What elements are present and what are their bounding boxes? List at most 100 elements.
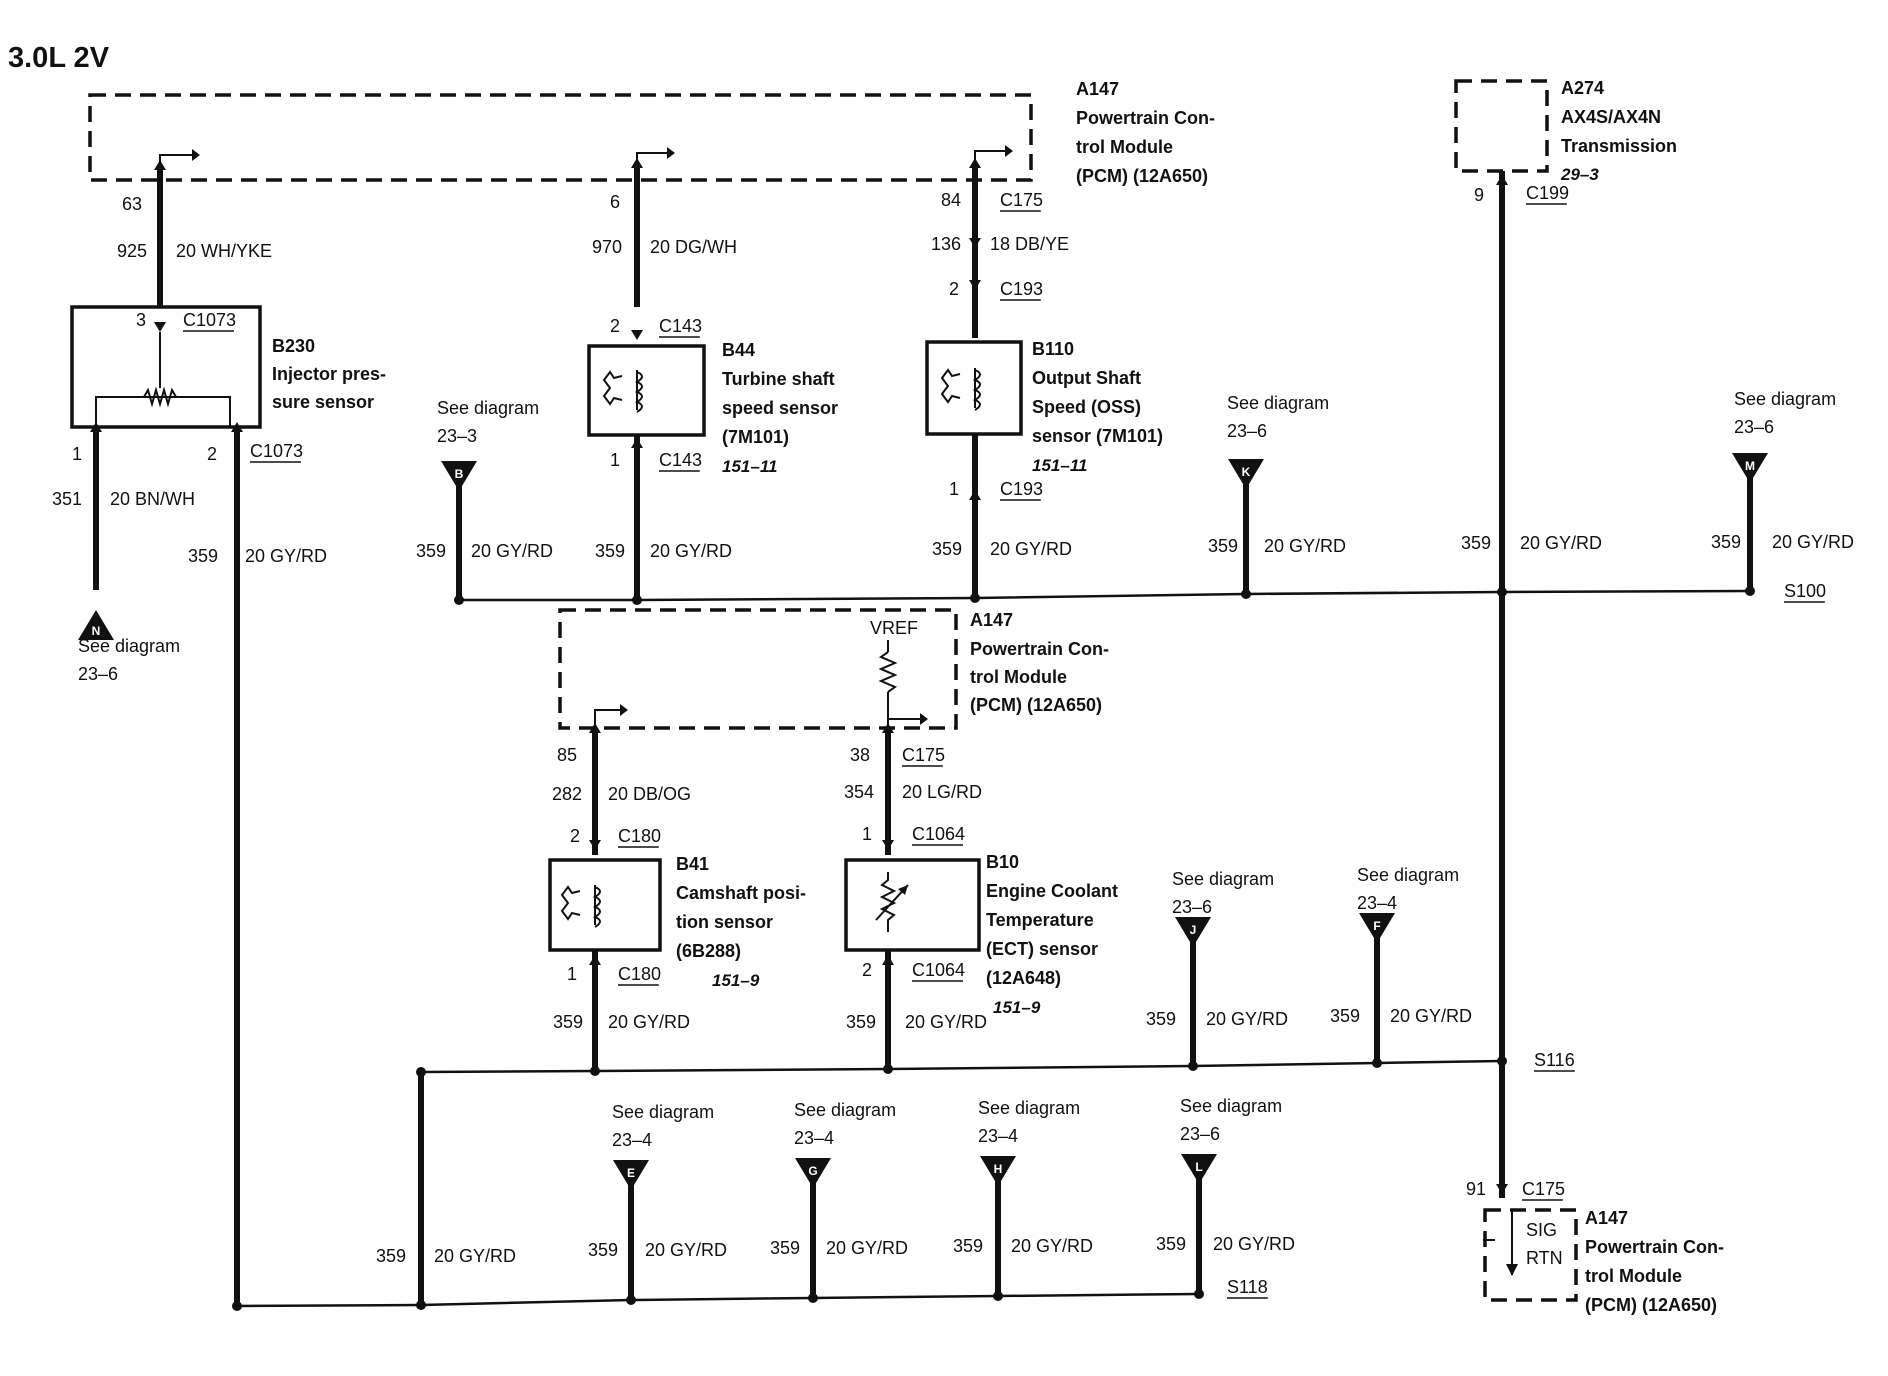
see-diagram-text: See diagram (1227, 393, 1329, 413)
wire-label: C143 (659, 316, 702, 336)
wire-label: C1064 (912, 824, 965, 844)
offpage-connector-letter: L (1195, 1160, 1202, 1174)
wire-label: 84 (941, 190, 961, 210)
wire-label: 20 GY/RD (650, 541, 732, 561)
pcm-bottom-internal (1483, 1210, 1518, 1276)
offpage-connector-letter: H (994, 1162, 1003, 1176)
transmission-module-boundary (1454, 79, 1549, 173)
wire-label: 2 (570, 826, 580, 846)
pcm-top-line2: trol Module (1076, 137, 1173, 157)
wire-label: 136 (931, 234, 961, 254)
wire-label: 359 (188, 546, 218, 566)
offpage-connector-letter: B (455, 467, 464, 481)
pcm-bottom-rtn: RTN (1526, 1248, 1563, 1268)
wire-label: 1 (610, 450, 620, 470)
b10-ref: 151–9 (993, 998, 1041, 1017)
b41-camshaft-position-sensor (548, 858, 662, 952)
splice-bus-s100 (459, 589, 1751, 602)
trans-id: A274 (1561, 78, 1604, 98)
trans-line1: AX4S/AX4N (1561, 107, 1661, 127)
offpage-connector-icon (1181, 1154, 1217, 1184)
offpage-connector-letter: F (1373, 919, 1380, 933)
offpage-connector-icon (1228, 459, 1264, 489)
wire-label: 20 BN/WH (110, 489, 195, 509)
splice-bus-s116 (420, 1059, 1503, 1074)
pcm-module-mid-boundary (558, 608, 958, 730)
wire-label: 20 GY/RD (1206, 1009, 1288, 1029)
wire-label: 20 DG/WH (650, 237, 737, 257)
wire-label: 359 (1711, 532, 1741, 552)
wire-label: 359 (416, 541, 446, 561)
vref-label: VREF (870, 618, 918, 638)
b230-injector-pressure-sensor (70, 305, 262, 429)
pcm-module-top-boundary (88, 93, 1033, 182)
b44-line1: Turbine shaft (722, 369, 835, 389)
see-diagram-ref: 23–6 (78, 664, 118, 684)
wire-label: 20 GY/RD (434, 1246, 516, 1266)
pcm-module-top-label: A147 Powertrain Con- trol Module (PCM) (… (1076, 79, 1215, 186)
wire-label: C180 (618, 964, 661, 984)
b41-line3: (6B288) (676, 941, 741, 961)
see-diagram-j[interactable]: J See diagram 23–6 (1172, 869, 1274, 947)
wire-label: 359 (846, 1012, 876, 1032)
see-diagram-ref: 23–6 (1172, 897, 1212, 917)
offpage-connector-letter: M (1745, 459, 1755, 473)
b41-line2: tion sensor (676, 912, 773, 932)
wire-label: C180 (618, 826, 661, 846)
wire-label: 359 (553, 1012, 583, 1032)
pcm-mid-line3: (PCM) (12A650) (970, 695, 1102, 715)
wire-label: C175 (1522, 1179, 1565, 1199)
b110-line2: Speed (OSS) (1032, 397, 1141, 417)
wire-label: 359 (953, 1236, 983, 1256)
pcm-mid-id: A147 (970, 610, 1013, 630)
pcm-top-line1: Powertrain Con- (1076, 108, 1215, 128)
wire-label: 20 GY/RD (1213, 1234, 1295, 1254)
wire-label: 1 (567, 964, 577, 984)
wire-label: 20 GY/RD (645, 1240, 727, 1260)
see-diagram-text: See diagram (1172, 869, 1274, 889)
wire-label: C199 (1526, 183, 1569, 203)
b10-engine-coolant-temperature-sensor (844, 858, 981, 952)
pcm-top-line3: (PCM) (12A650) (1076, 166, 1208, 186)
wire-label: C175 (902, 745, 945, 765)
wire-label: 20 GY/RD (1390, 1006, 1472, 1026)
offpage-connector-letter: G (808, 1164, 817, 1178)
wire-label: 20 GY/RD (608, 1012, 690, 1032)
wire-label: 359 (770, 1238, 800, 1258)
b41-ref: 151–9 (712, 971, 760, 990)
see-diagram-ref: 23–6 (1180, 1124, 1220, 1144)
offpage-connector-icon (795, 1158, 831, 1188)
wire-label: C175 (1000, 190, 1043, 210)
pcm-bot-id: A147 (1585, 1208, 1628, 1228)
see-diagram-text: See diagram (794, 1100, 896, 1120)
b44-line3: (7M101) (722, 427, 789, 447)
see-diagram-text: See diagram (437, 398, 539, 418)
wire-label: 20 DB/OG (608, 784, 691, 804)
wire-label: S100 (1784, 581, 1826, 601)
offpage-connector-letter: J (1190, 923, 1197, 937)
wire-label: C143 (659, 450, 702, 470)
wire-label: 359 (1208, 536, 1238, 556)
offpage-connector-icon (613, 1160, 649, 1190)
wire-label: 282 (552, 784, 582, 804)
wire-label: 359 (1156, 1234, 1186, 1254)
see-diagram-text: See diagram (1357, 865, 1459, 885)
wire-label: 6 (610, 192, 620, 212)
wire-label: C1073 (250, 441, 303, 461)
wire-label: 2 (862, 960, 872, 980)
trans-ref: 29–3 (1560, 165, 1599, 184)
b10-label: B10 Engine Coolant Temperature (ECT) sen… (986, 852, 1118, 1017)
b230-line2: sure sensor (272, 392, 374, 412)
wire-label: 20 GY/RD (1011, 1236, 1093, 1256)
